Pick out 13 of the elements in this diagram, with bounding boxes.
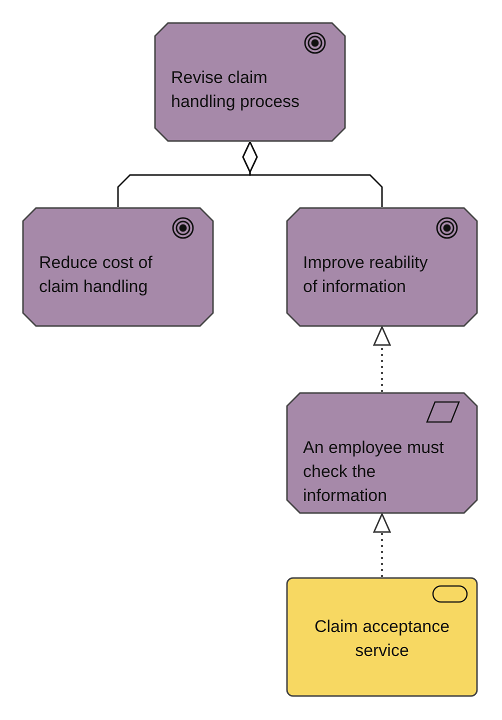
requirement-box (286, 392, 478, 514)
service-box (286, 577, 478, 697)
node-label: An employee must check the information (303, 437, 444, 507)
aggregation-connector (242, 141, 383, 207)
goal-box (154, 22, 346, 142)
arrow (373, 513, 391, 577)
goal-box (22, 207, 214, 327)
node-label: Improve reability of information (303, 252, 429, 298)
goal-box (286, 207, 478, 327)
node-label: Reduce cost of claim handling (39, 252, 154, 298)
node-label: Revise claim handling process (171, 67, 301, 113)
node-label: Claim acceptance service (313, 616, 451, 662)
arrow (373, 326, 391, 392)
